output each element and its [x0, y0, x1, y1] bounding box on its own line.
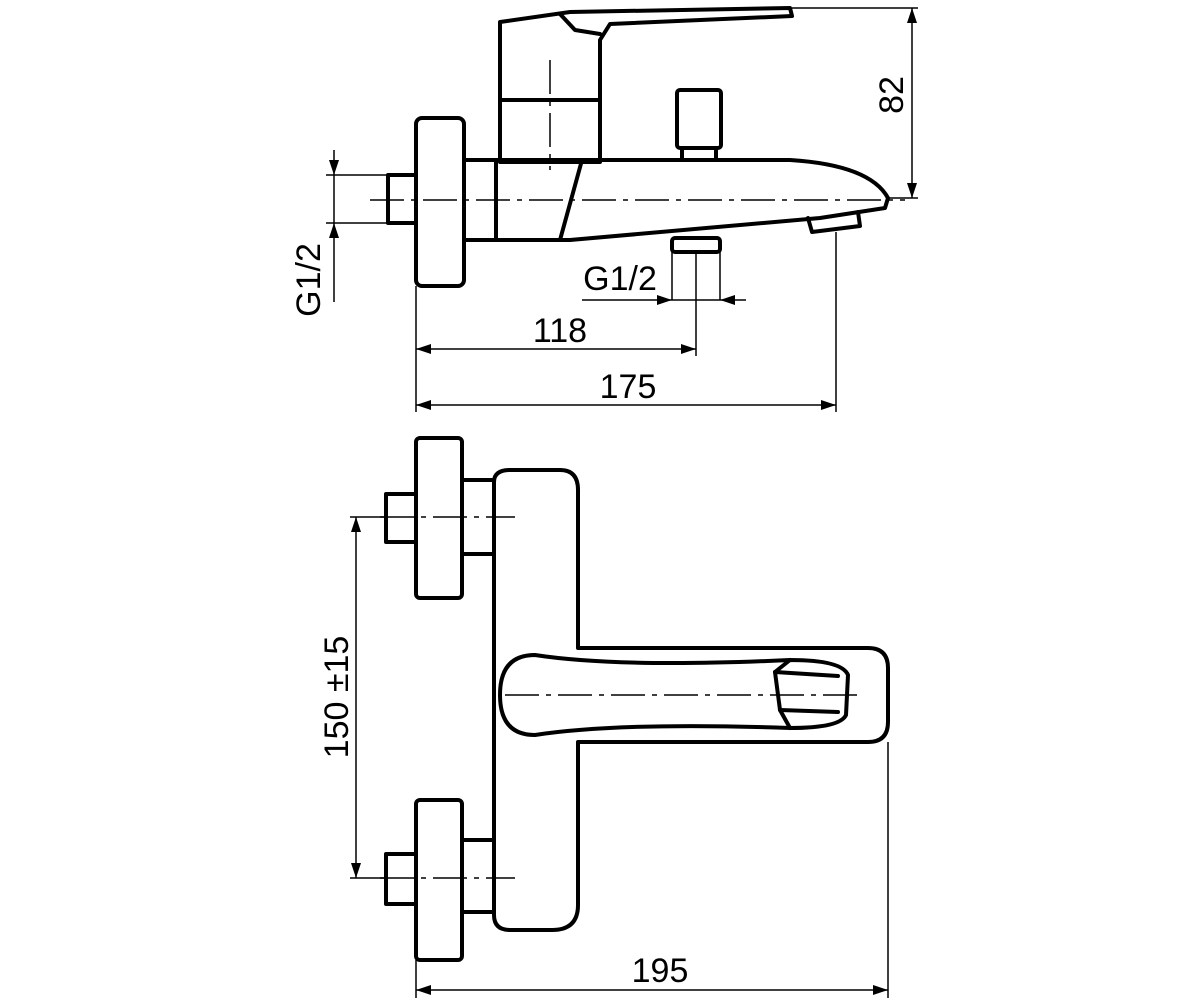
side-view-body — [494, 158, 890, 242]
side-view-lever — [498, 6, 794, 102]
side-view-diverter-knob — [675, 88, 723, 162]
side-view: G1/2 G1/2 82 118 — [290, 6, 918, 412]
dim-total-length: 175 — [416, 232, 837, 412]
top-view-body — [492, 468, 890, 932]
outlet-thread-label: G1/2 — [583, 260, 657, 298]
dim-outlet-thread: G1/2 — [582, 252, 746, 305]
top-view-lower-inlet — [384, 798, 496, 962]
height-label: 82 — [873, 76, 911, 114]
dim-inlet-spacing: 150 ±15 — [318, 516, 386, 879]
dim-total-width: 195 — [415, 742, 889, 998]
outlet-distance-label: 118 — [533, 312, 587, 350]
side-view-escutcheon — [414, 116, 466, 288]
top-view-upper-inlet — [384, 436, 496, 600]
top-view-lever — [498, 653, 850, 737]
inlet-thread-label: G1/2 — [290, 243, 328, 317]
dim-inlet-thread: G1/2 — [290, 150, 388, 317]
side-view-inlet-nipple — [386, 173, 418, 225]
dim-outlet-distance: 118 — [415, 252, 697, 412]
total-width-label: 195 — [632, 952, 689, 990]
inlet-spacing-label: 150 ±15 — [318, 636, 356, 759]
top-view: 150 ±15 195 — [318, 436, 890, 998]
side-view-outlet-connector — [670, 236, 722, 254]
side-view-spout-tip — [806, 210, 862, 234]
total-length-label: 175 — [600, 368, 657, 406]
dim-height: 82 — [792, 7, 918, 199]
